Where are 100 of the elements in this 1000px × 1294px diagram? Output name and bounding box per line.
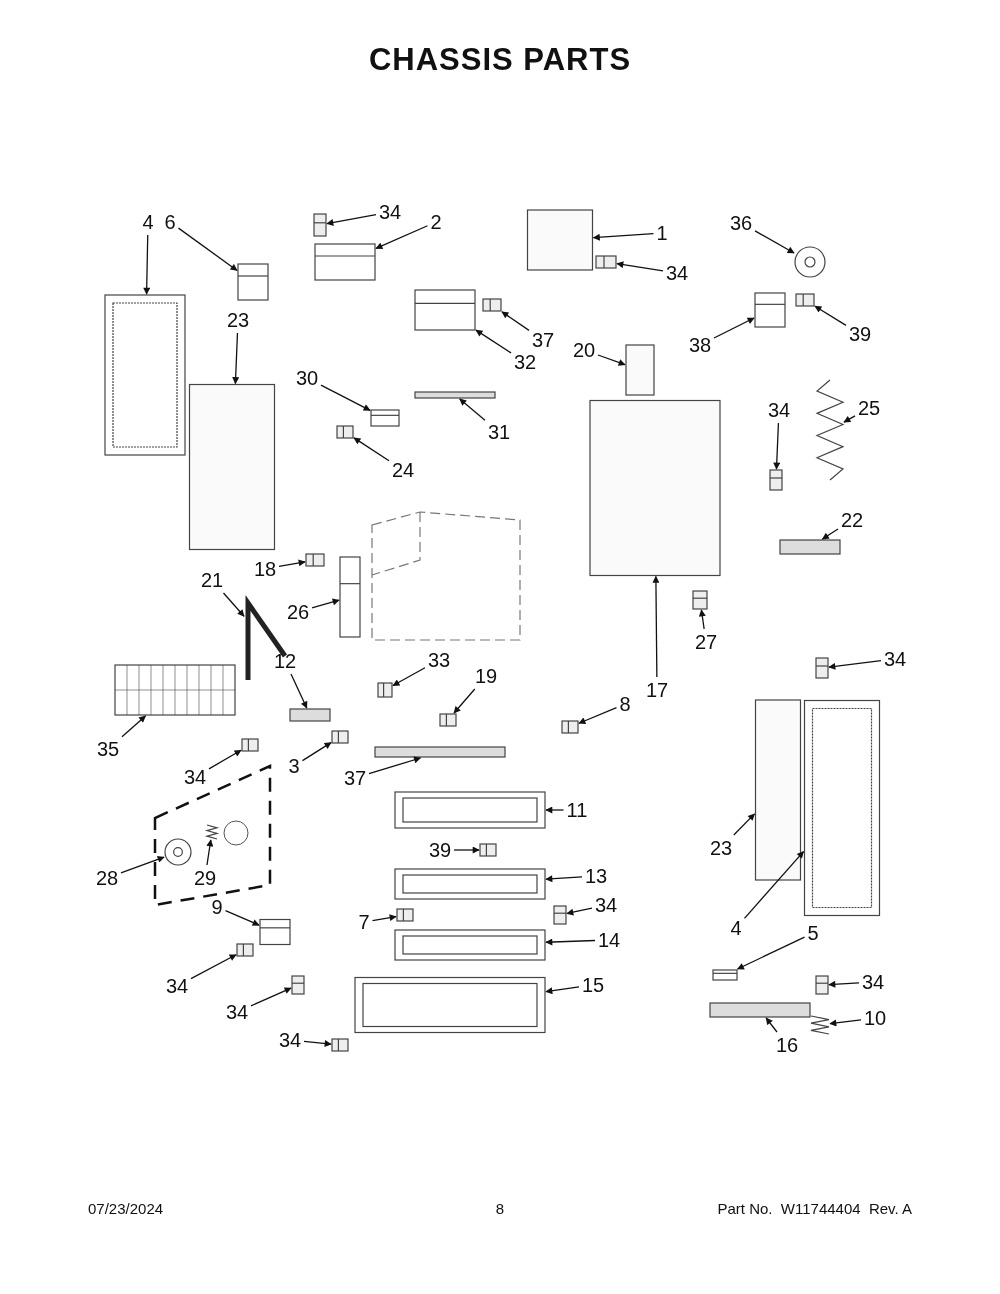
bracket-drawing [754,292,786,328]
callout-number: 36 [729,212,753,234]
callout-number: 34 [278,1029,302,1051]
rail-drawing [289,708,331,722]
bracket-drawing [339,556,361,638]
callout-number: 34 [767,399,791,421]
callout-number: 2 [430,211,442,233]
callout-number: 8 [619,693,631,715]
round-part-drawing [794,246,826,278]
callout-number: 15 [581,974,605,996]
callout-number: 6 [164,211,176,233]
date-text: 07/23/2024 [88,1200,164,1217]
callout-number: 32 [513,351,537,373]
leader-arrow [597,354,626,366]
callout-number: 9 [211,896,223,918]
callout-number: 28 [95,867,119,889]
rail-drawing [779,539,841,555]
callout-number: 39 [428,839,452,861]
screw-drawing [815,657,829,679]
callout-number: 34 [225,1001,249,1023]
leader-arrow [545,806,565,814]
callout-number: 25 [857,397,881,419]
leader-arrow [592,232,655,241]
screw-drawing [336,425,354,439]
callout-number: 34 [861,971,885,993]
leader-arrow [392,667,426,687]
screw-drawing [305,553,325,567]
leader-arrow [754,230,795,254]
callout-number: 37 [343,767,367,789]
door-frame-drawing [803,699,881,917]
callout-number: 5 [807,922,819,944]
callout-number: 17 [645,679,669,701]
leader-arrow [326,213,377,226]
leader-arrow [208,749,242,770]
callout-number: 31 [487,421,511,443]
callout-number: 7 [358,911,370,933]
callout-number: 20 [572,339,596,361]
leader-arrow [177,227,238,272]
bracket-drawing [370,409,400,427]
leader-arrow [713,317,755,339]
leader-arrow [301,742,332,762]
leader-arrow [311,598,340,609]
screw-drawing [241,738,259,752]
leader-arrow [829,1019,862,1027]
leader-arrow [736,936,806,970]
leader-arrow [278,559,306,568]
leader-arrow [545,875,583,883]
rail-drawing [709,1002,811,1018]
callout-number: 24 [391,459,415,481]
leader-arrow [190,954,237,980]
callout-number: 26 [286,601,310,623]
panel-drawing [188,383,276,551]
leader-arrow [143,234,151,295]
panel-drawing [589,399,721,577]
leader-arrow [828,660,882,670]
callout-number: 29 [193,867,217,889]
screw-drawing [396,908,414,922]
callout-number: 3 [288,755,300,777]
leader-arrow [545,938,596,946]
callout-number: 34 [665,262,689,284]
page-number: 8 [495,1200,505,1217]
callout-number: 4 [142,211,154,233]
leader-arrow [453,688,476,714]
spring-drawing [204,824,220,840]
callout-number: 34 [165,975,189,997]
leader-arrow [843,415,856,423]
leader-arrow [375,225,429,250]
callout-number: 12 [273,650,297,672]
tray-drawing [394,868,546,900]
callout-number: 14 [597,929,621,951]
screw-drawing [313,213,327,237]
callout-number: 10 [863,1007,887,1029]
rack-drawing [114,664,236,716]
screw-drawing [815,975,829,995]
screw-drawing [331,1038,349,1052]
callout-number: 33 [427,649,451,671]
callout-number: 34 [594,894,618,916]
leader-arrow [545,986,580,995]
bracket-drawing [314,243,376,281]
callout-number: 23 [709,837,733,859]
leader-arrow [232,332,240,385]
panel-drawing [526,209,594,271]
screw-drawing [479,843,497,857]
leader-arrow [578,706,618,725]
leader-arrow [566,907,593,916]
screw-drawing [377,682,393,698]
leader-arrow [743,850,805,920]
callout-number: 27 [694,631,718,653]
screw-drawing [553,905,567,925]
leader-arrow [765,1017,778,1033]
callout-number: 4 [730,917,742,939]
panel-drawing [625,344,655,396]
leader-arrow [616,261,664,272]
screw-drawing [595,255,617,269]
rail-drawing [414,391,496,399]
rail-drawing [374,746,506,758]
leader-arrow [733,813,756,836]
leader-arrow [773,422,781,470]
power-cord-drawing [815,379,845,481]
tray-drawing [394,791,546,829]
